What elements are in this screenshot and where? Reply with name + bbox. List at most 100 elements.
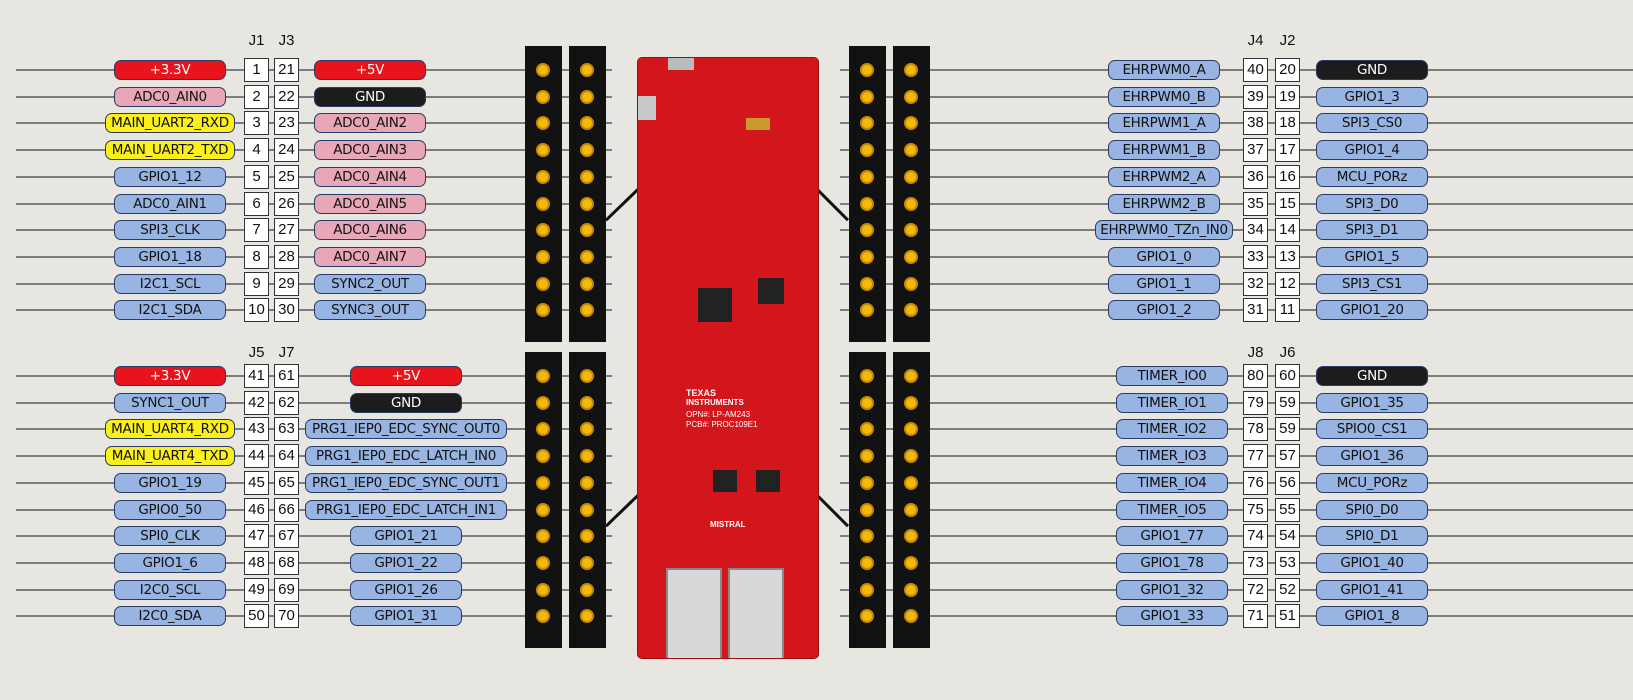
signal-label: EHRPWM2_B bbox=[1108, 194, 1220, 214]
memory-chip bbox=[758, 278, 784, 304]
header-pin-dot bbox=[904, 449, 918, 463]
signal-label: MCU_PORz bbox=[1316, 473, 1428, 493]
connector-header-label: J7 bbox=[278, 344, 295, 361]
header-pin-dot bbox=[860, 556, 874, 570]
signal-label: GPIO1_40 bbox=[1316, 553, 1428, 573]
header-pin-dot bbox=[580, 90, 594, 104]
connector-header-label: J6 bbox=[1279, 344, 1296, 361]
pin-number-box: 2 bbox=[244, 85, 269, 109]
header-pin-dot bbox=[536, 396, 550, 410]
signal-label: SPI3_CS0 bbox=[1316, 113, 1428, 133]
pin-number-box: 72 bbox=[1243, 578, 1268, 602]
signal-label: GPIO1_32 bbox=[1116, 580, 1228, 600]
pin-number-box: 48 bbox=[244, 551, 269, 575]
signal-label: SPI3_CLK bbox=[114, 220, 226, 240]
header-pin-dot bbox=[536, 529, 550, 543]
pin-number-box: 31 bbox=[1243, 298, 1268, 322]
signal-label: EHRPWM0_TZn_IN0 bbox=[1095, 220, 1233, 240]
signal-label: GPIO1_6 bbox=[114, 553, 226, 573]
header-pin-dot bbox=[536, 170, 550, 184]
signal-label: GPIO1_18 bbox=[114, 247, 226, 267]
header-pin-dot bbox=[860, 277, 874, 291]
signal-label: EHRPWM2_A bbox=[1108, 167, 1220, 187]
header-pin-dot bbox=[904, 197, 918, 211]
signal-label: TIMER_IO1 bbox=[1116, 393, 1228, 413]
signal-label: SPIO0_CS1 bbox=[1316, 419, 1428, 439]
signal-label: GND bbox=[1316, 366, 1428, 386]
pin-number-box: 53 bbox=[1275, 551, 1300, 575]
header-pin-dot bbox=[904, 476, 918, 490]
pin-number-box: 78 bbox=[1243, 417, 1268, 441]
pin-number-box: 32 bbox=[1243, 272, 1268, 296]
pin-number-box: 23 bbox=[274, 111, 299, 135]
pin-number-box: 21 bbox=[274, 58, 299, 82]
header-pin-dot bbox=[536, 556, 550, 570]
header-pin-dot bbox=[580, 170, 594, 184]
pin-number-box: 56 bbox=[1275, 471, 1300, 495]
header-pin-dot bbox=[904, 609, 918, 623]
header-pin-dot bbox=[860, 143, 874, 157]
signal-label: ADC0_AIN0 bbox=[114, 87, 226, 107]
header-pin-dot bbox=[580, 143, 594, 157]
pin-number-box: 54 bbox=[1275, 524, 1300, 548]
pin-number-box: 27 bbox=[274, 218, 299, 242]
pin-number-box: 5 bbox=[244, 165, 269, 189]
header-pin-dot bbox=[860, 476, 874, 490]
header-pin-dot bbox=[580, 277, 594, 291]
signal-label: ADC0_AIN7 bbox=[314, 247, 426, 267]
header-pin-dot bbox=[536, 609, 550, 623]
pin-number-box: 25 bbox=[274, 165, 299, 189]
pin-number-box: 17 bbox=[1275, 138, 1300, 162]
signal-label: EHRPWM1_A bbox=[1108, 113, 1220, 133]
pin-number-box: 70 bbox=[274, 604, 299, 628]
signal-label: GPIO1_36 bbox=[1316, 446, 1428, 466]
pin-number-box: 73 bbox=[1243, 551, 1268, 575]
ethernet-port-left bbox=[666, 568, 722, 658]
pin-number-box: 26 bbox=[274, 192, 299, 216]
header-pin-dot bbox=[904, 369, 918, 383]
pin-number-box: 37 bbox=[1243, 138, 1268, 162]
usb-port bbox=[668, 58, 694, 70]
pin-number-box: 40 bbox=[1243, 58, 1268, 82]
header-pin-dot bbox=[536, 90, 550, 104]
header-pin-dot bbox=[860, 449, 874, 463]
pin-number-box: 34 bbox=[1243, 218, 1268, 242]
signal-label: GPIO1_1 bbox=[1108, 274, 1220, 294]
signal-label: GPIO1_22 bbox=[350, 553, 462, 573]
connector-header-label: J8 bbox=[1247, 344, 1264, 361]
header-pin-dot bbox=[536, 583, 550, 597]
connector-header-label: J4 bbox=[1247, 32, 1264, 49]
signal-label: +3.3V bbox=[114, 366, 226, 386]
signal-label: GPIO1_31 bbox=[350, 606, 462, 626]
pin-number-box: 12 bbox=[1275, 272, 1300, 296]
header-pin-dot bbox=[860, 503, 874, 517]
header-pin-dot bbox=[580, 503, 594, 517]
ethernet-port-right bbox=[728, 568, 784, 658]
signal-label: TIMER_IO2 bbox=[1116, 419, 1228, 439]
signal-label: GPIO1_77 bbox=[1116, 526, 1228, 546]
pin-number-box: 42 bbox=[244, 391, 269, 415]
pin-number-box: 45 bbox=[244, 471, 269, 495]
signal-label: SPI0_D1 bbox=[1316, 526, 1428, 546]
pin-number-box: 52 bbox=[1275, 578, 1300, 602]
signal-label: PRG1_IEP0_EDC_LATCH_IN1 bbox=[305, 500, 507, 520]
header-pin-dot bbox=[860, 369, 874, 383]
pin-number-box: 51 bbox=[1275, 604, 1300, 628]
signal-label: GPIO1_21 bbox=[350, 526, 462, 546]
header-pin-dot bbox=[860, 116, 874, 130]
signal-label: I2C0_SCL bbox=[114, 580, 226, 600]
pin-number-box: 74 bbox=[1243, 524, 1268, 548]
signal-label: EHRPWM0_A bbox=[1108, 60, 1220, 80]
signal-label: SYNC3_OUT bbox=[314, 300, 426, 320]
signal-label: SPI3_CS1 bbox=[1316, 274, 1428, 294]
pin-number-box: 15 bbox=[1275, 192, 1300, 216]
pin-number-box: 64 bbox=[274, 444, 299, 468]
header-pin-dot bbox=[904, 503, 918, 517]
header-pin-dot bbox=[580, 250, 594, 264]
pin-number-box: 22 bbox=[274, 85, 299, 109]
header-pin-dot bbox=[860, 63, 874, 77]
connector-header-label: J5 bbox=[248, 344, 265, 361]
pin-number-box: 28 bbox=[274, 245, 299, 269]
header-pin-dot bbox=[904, 143, 918, 157]
pin-number-box: 6 bbox=[244, 192, 269, 216]
